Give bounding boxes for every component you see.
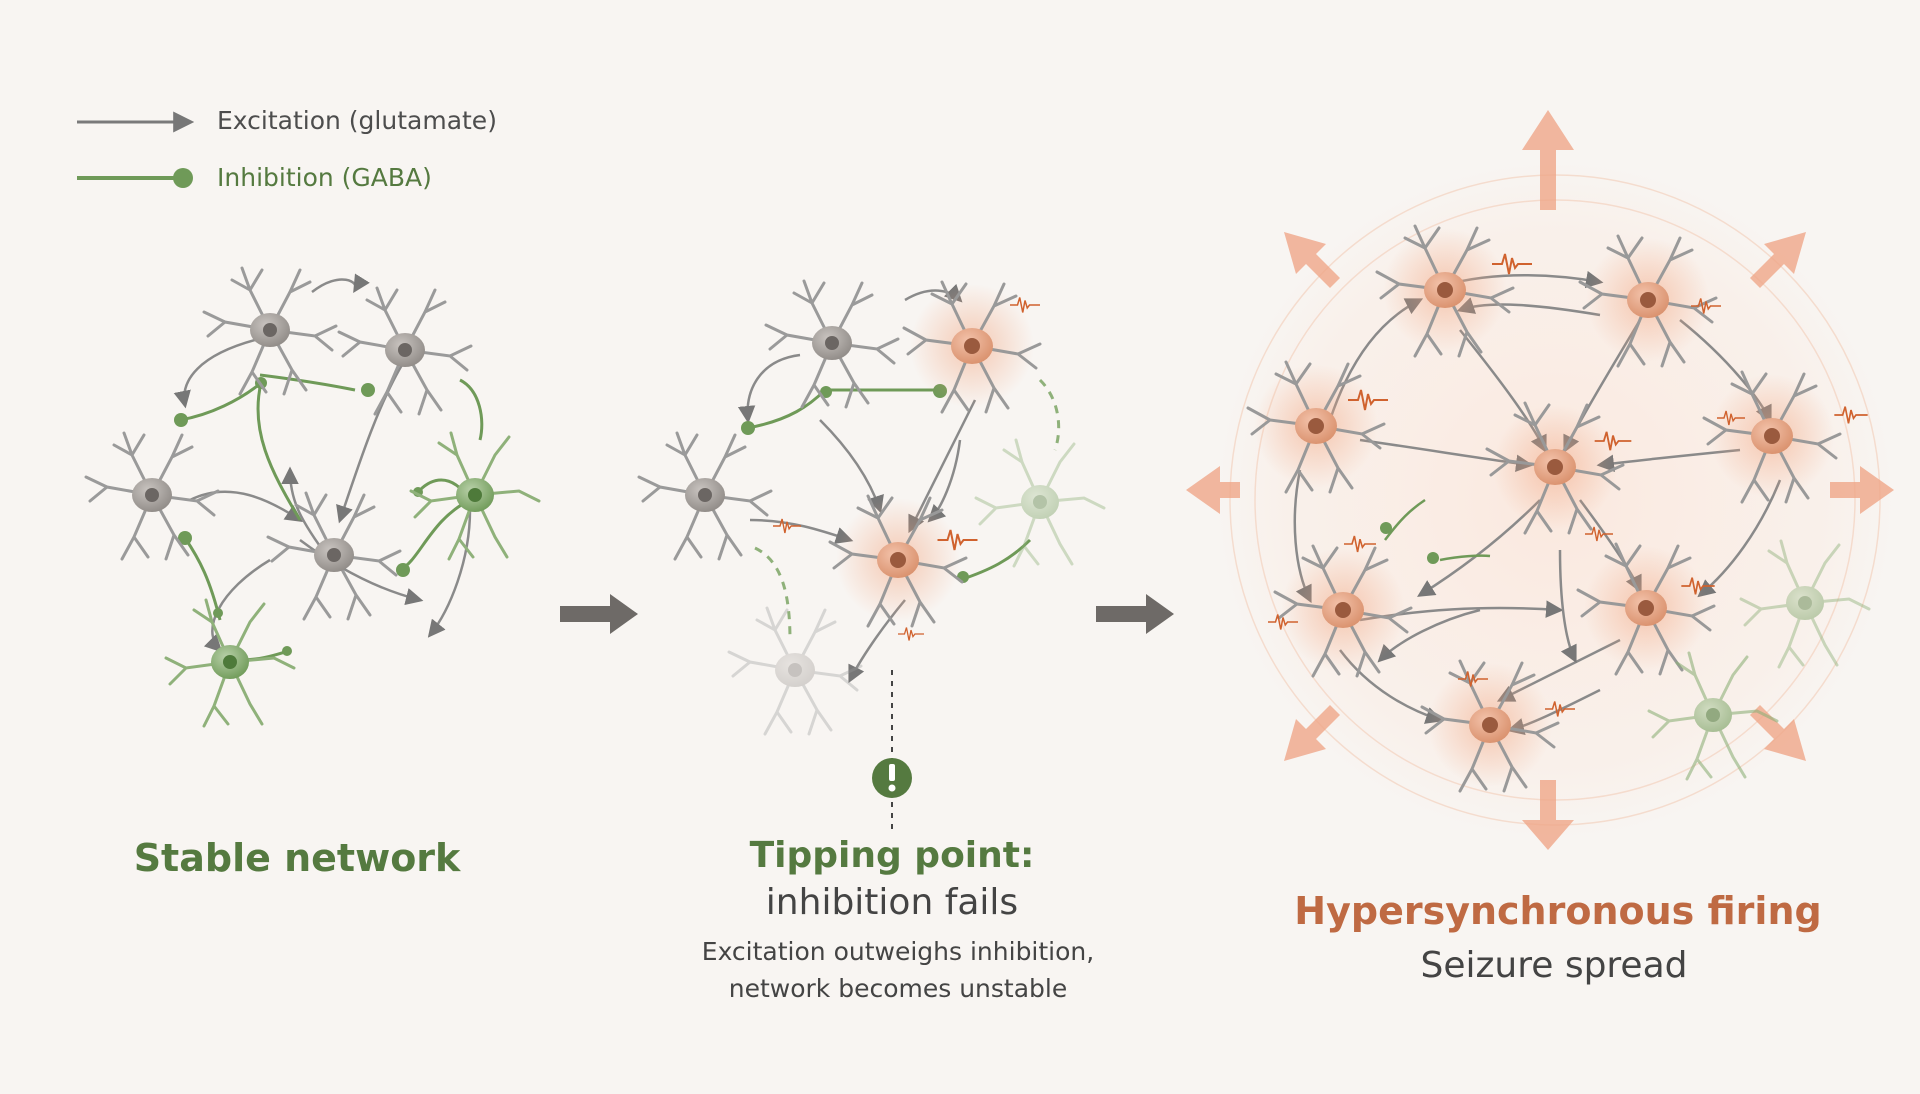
description-line: network becomes unstable (728, 974, 1068, 1003)
firing-neuron (828, 494, 968, 628)
description-line: Excitation outweighs inhibition, (701, 937, 1095, 966)
inhibitory-neuron (409, 431, 541, 561)
tipping-point-subtitle: inhibition fails (765, 882, 1019, 923)
spread-arrows (1186, 110, 1894, 850)
excitation-legend-label: Excitation (glutamate) (217, 106, 497, 135)
inhibitory-neuron (164, 598, 296, 728)
hypersynchronous-title: Hypersynchronous firing (1294, 889, 1822, 933)
exclamation-icon (872, 758, 912, 798)
tipping-point-description: Excitation outweighs inhibition, network… (702, 933, 1094, 1007)
inhibition-legend-label: Inhibition (GABA) (217, 163, 432, 192)
excitatory-neuron (764, 279, 900, 409)
ball-terminal-icon (77, 168, 193, 188)
hypersynchronous-subtitle: Seizure spread (1420, 945, 1688, 986)
excitatory-neuron (337, 286, 473, 416)
spike-icon (897, 626, 925, 642)
failing-inhibitory-neuron (974, 438, 1106, 568)
tipping-point-panel (637, 279, 1106, 830)
right-arrow-icon (560, 594, 638, 634)
firing-neuron (902, 280, 1042, 414)
right-arrow-icon (1096, 594, 1174, 634)
stable-network-panel (84, 266, 541, 728)
stable-network-title: Stable network (133, 836, 461, 880)
faded-neuron (727, 606, 863, 736)
hypersynchronous-panel (1186, 110, 1895, 850)
legend (77, 111, 195, 188)
excitatory-neuron (637, 431, 773, 561)
tipping-point-title: Tipping point: (749, 835, 1035, 876)
